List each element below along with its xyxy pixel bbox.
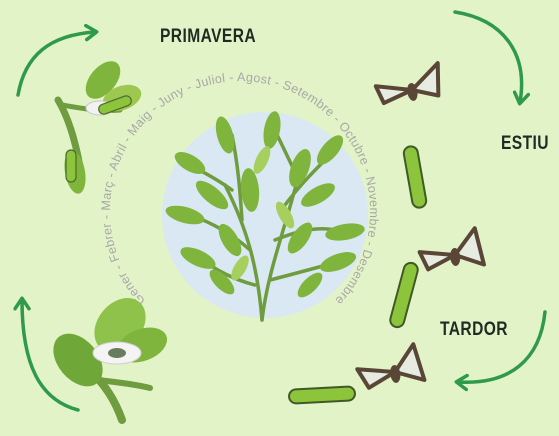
month-label: Juliol — [193, 71, 226, 92]
caterpillar-icon — [389, 261, 420, 328]
season-label-spring: PRIMAVERA — [160, 26, 256, 48]
month-label: Agost — [237, 70, 273, 88]
month-separator: - — [225, 70, 237, 85]
moth-icon — [418, 228, 484, 270]
moth-icon — [374, 63, 444, 107]
month-label: Febrer — [100, 222, 123, 264]
month-label: Març — [99, 180, 116, 211]
caterpillar-icon — [289, 386, 356, 403]
month-separator: - — [99, 211, 114, 224]
caterpillar-icon — [403, 145, 428, 208]
cycle-arrow-icon — [455, 12, 522, 102]
cocoon-icon — [93, 342, 141, 364]
season-label-summer: ESTIU — [501, 133, 549, 155]
cycle-arrow-icon — [18, 32, 95, 95]
season-label-autumn: TARDOR — [440, 319, 508, 341]
month-label: Setembre — [281, 78, 338, 120]
moth-icon — [355, 343, 425, 389]
